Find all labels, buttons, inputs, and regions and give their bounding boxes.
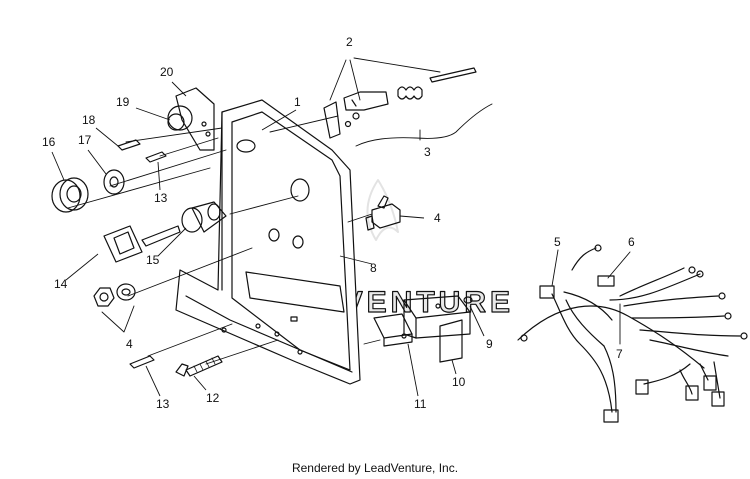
callout-3: 3 <box>424 145 431 159</box>
nut-16 <box>51 177 89 213</box>
key-14 <box>103 225 181 263</box>
callout-13: 13 <box>154 191 168 205</box>
callout-10: 10 <box>452 375 466 389</box>
callout-leader-lines <box>51 81 485 397</box>
callout-16: 16 <box>42 135 56 149</box>
callout-6: 6 <box>628 235 635 249</box>
switch-assembly <box>323 67 477 139</box>
footer-credit: Rendered by LeadVenture, Inc. <box>291 461 459 475</box>
callout-13-lower: 13 <box>156 397 170 411</box>
callout-1: 1 <box>294 95 301 109</box>
ignition-switch <box>181 201 227 233</box>
callout-8: 8 <box>370 261 377 275</box>
terminal-13-bottom <box>129 355 155 369</box>
bolt-12 <box>175 355 223 377</box>
terminal-13-top <box>145 151 167 163</box>
callout-18: 18 <box>82 113 96 127</box>
dash-panel <box>175 99 361 385</box>
callout-19: 19 <box>116 95 130 109</box>
callout-17: 17 <box>78 133 92 147</box>
callout-5: 5 <box>554 235 561 249</box>
indicator-lamp <box>167 87 215 151</box>
callout-12: 12 <box>206 391 220 405</box>
washer-17 <box>103 169 125 195</box>
callout-4-lower: 4 <box>126 337 133 351</box>
callout-7: 7 <box>616 347 623 361</box>
toggle-switch <box>365 195 401 231</box>
callout-11: 11 <box>414 397 427 411</box>
callout-15: 15 <box>146 253 160 267</box>
callout-4: 4 <box>434 211 441 225</box>
nut-washer-4 <box>93 283 136 307</box>
callout-20: 20 <box>160 65 174 79</box>
callout-14: 14 <box>54 277 68 291</box>
bracket-3 <box>355 103 493 147</box>
callout-2-leaders <box>329 57 441 101</box>
terminal-18 <box>117 139 141 151</box>
callout-labels: 1 2 3 4 4 5 6 7 8 9 10 11 12 13 13 14 15… <box>42 35 635 411</box>
wire-harness <box>517 244 748 423</box>
leader-lines <box>67 115 381 365</box>
callout-9: 9 <box>486 337 493 351</box>
mount-bracket <box>373 295 473 363</box>
callout-2: 2 <box>346 35 353 49</box>
